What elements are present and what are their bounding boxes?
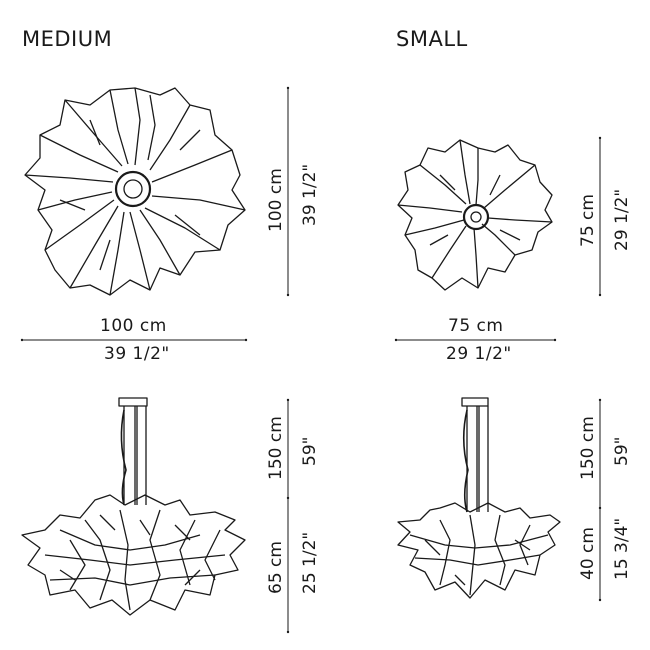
small-top-height-cm: 75 cm	[578, 194, 598, 247]
small-cable-in: 59"	[612, 436, 632, 466]
medium-top-height-in: 39 1/2"	[300, 163, 320, 226]
small-top-height-in: 29 1/2"	[612, 188, 632, 251]
small-body-cm: 40 cm	[578, 527, 598, 580]
medium-width-in: 39 1/2"	[104, 344, 170, 364]
medium-top-view-lamp	[24, 87, 246, 296]
medium-side-view-lamp	[21, 397, 246, 616]
medium-body-cm: 65 cm	[266, 541, 286, 594]
medium-cable-in: 59"	[300, 436, 320, 466]
small-dimension-lines	[394, 136, 602, 602]
medium-body-in: 25 1/2"	[300, 531, 320, 594]
small-width-cm: 75 cm	[448, 316, 504, 336]
medium-top-height-cm: 100 cm	[266, 168, 286, 232]
small-body-in: 15 3/4"	[612, 517, 632, 580]
small-side-view-lamp	[397, 397, 561, 599]
small-cable-cm: 150 cm	[578, 416, 598, 480]
small-width-in: 29 1/2"	[446, 344, 512, 364]
medium-dimension-lines	[20, 86, 290, 634]
small-title: SMALL	[396, 27, 468, 51]
small-top-view-lamp	[397, 139, 553, 291]
medium-width-cm: 100 cm	[100, 316, 167, 336]
medium-cable-cm: 150 cm	[266, 416, 286, 480]
medium-title: MEDIUM	[22, 27, 113, 51]
